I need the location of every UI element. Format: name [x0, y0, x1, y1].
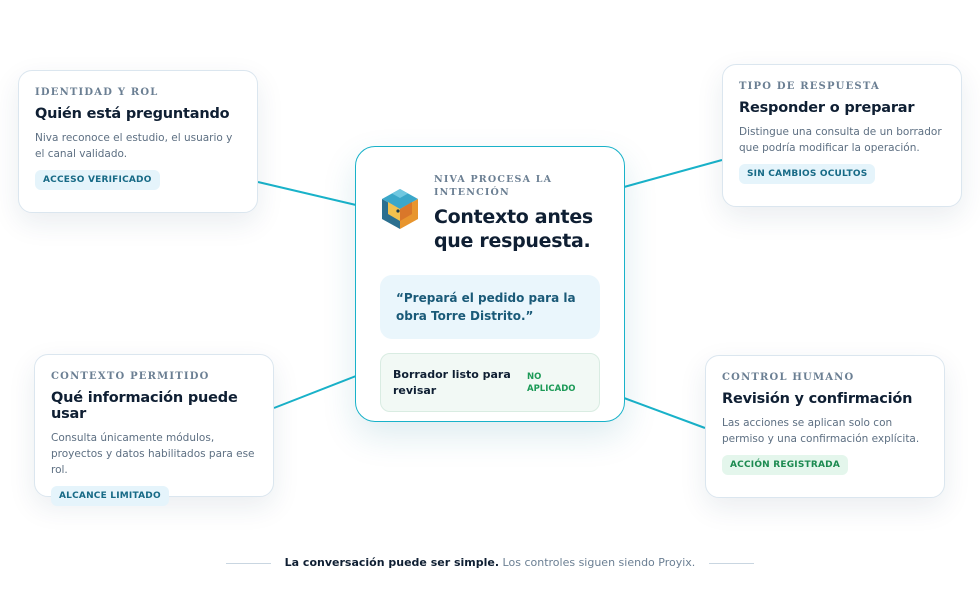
card-title: Responder o preparar	[739, 100, 915, 116]
connector-context	[273, 375, 357, 409]
niva-cube-logo-icon	[382, 189, 418, 229]
card-eyebrow: TIPO DE RESPUESTA	[739, 81, 880, 92]
draft-status-badge: NO APLICADO	[527, 372, 576, 394]
card-context: CONTEXTO PERMITIDO Qué información puede…	[34, 354, 274, 506]
card-human-control: CONTROL HUMANO Revisión y confirmación L…	[705, 355, 945, 498]
card-eyebrow: IDENTIDAD Y ROL	[35, 87, 159, 98]
draft-status-box: Borrador listo para revisar NO APLICADO	[380, 353, 600, 412]
center-header: NIVA PROCESA LA INTENCIÓN Contexto antes…	[380, 171, 600, 253]
center-eyebrow: NIVA PROCESA LA INTENCIÓN	[434, 174, 553, 198]
center-intent-card: NIVA PROCESA LA INTENCIÓN Contexto antes…	[355, 146, 625, 422]
status-badge: ACCIÓN REGISTRADA	[722, 455, 849, 475]
connector-response-type	[623, 159, 723, 188]
footer-caption: La conversación puede ser simple. Los co…	[0, 556, 980, 569]
draft-label: Borrador listo para revisar	[393, 368, 511, 397]
card-description: Niva reconoce el estudio, el usuario y e…	[35, 132, 233, 160]
status-badge: SIN CAMBIOS OCULTOS	[739, 164, 876, 184]
card-eyebrow: CONTROL HUMANO	[722, 372, 855, 383]
status-badge: ACCESO VERIFICADO	[35, 170, 160, 190]
card-title: Qué información puede usar	[51, 390, 238, 422]
card-identity: IDENTIDAD Y ROL Quién está preguntando N…	[18, 70, 258, 213]
card-description: Consulta únicamente módulos, proyectos y…	[51, 432, 255, 476]
footer-divider-right	[708, 562, 754, 564]
connector-human-control	[623, 397, 706, 429]
footer-text: Los controles siguen siendo Proyix.	[502, 556, 696, 569]
footer-divider-left	[226, 562, 272, 564]
user-request-quote: “Prepará el pedido para la obra Torre Di…	[380, 275, 600, 339]
card-description: Las acciones se aplican solo con permiso…	[722, 417, 920, 445]
card-eyebrow: CONTEXTO PERMITIDO	[51, 371, 210, 382]
card-title: Revisión y confirmación	[722, 391, 913, 407]
status-badge: ALCANCE LIMITADO	[51, 486, 169, 506]
card-title: Quién está preguntando	[35, 106, 230, 122]
center-title: Contexto antes que respuesta.	[434, 206, 593, 252]
footer-strong-text: La conversación puede ser simple.	[284, 556, 500, 569]
card-description: Distingue una consulta de un borrador qu…	[739, 126, 942, 154]
connector-identity	[257, 181, 357, 206]
card-response-type: TIPO DE RESPUESTA Responder o preparar D…	[722, 64, 962, 207]
